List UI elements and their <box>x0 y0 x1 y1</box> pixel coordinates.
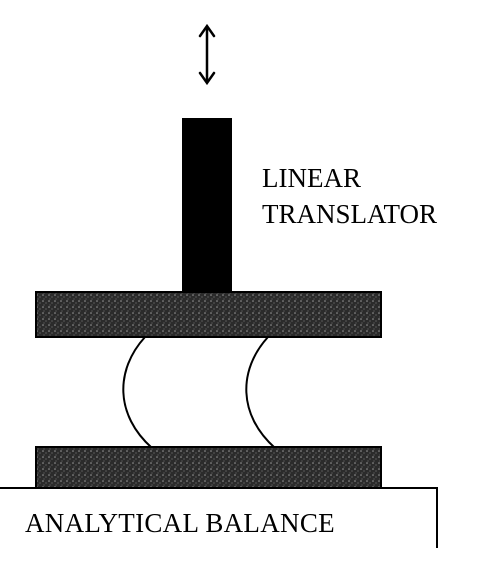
analytical-balance-label: ANALYTICAL BALANCE <box>25 508 335 538</box>
translator-rod <box>182 118 232 296</box>
linear-translator-label: LINEAR TRANSLATOR <box>262 160 437 232</box>
upper-plate <box>35 291 382 338</box>
sample-right-edge <box>245 336 276 449</box>
double-arrow-icon <box>198 23 216 86</box>
lower-plate <box>35 446 382 489</box>
linear-translator-label-line2: TRANSLATOR <box>262 199 438 229</box>
balance-outline <box>0 487 438 548</box>
sample-left-edge <box>122 336 153 449</box>
linear-translator-label-line1: LINEAR <box>262 163 361 193</box>
